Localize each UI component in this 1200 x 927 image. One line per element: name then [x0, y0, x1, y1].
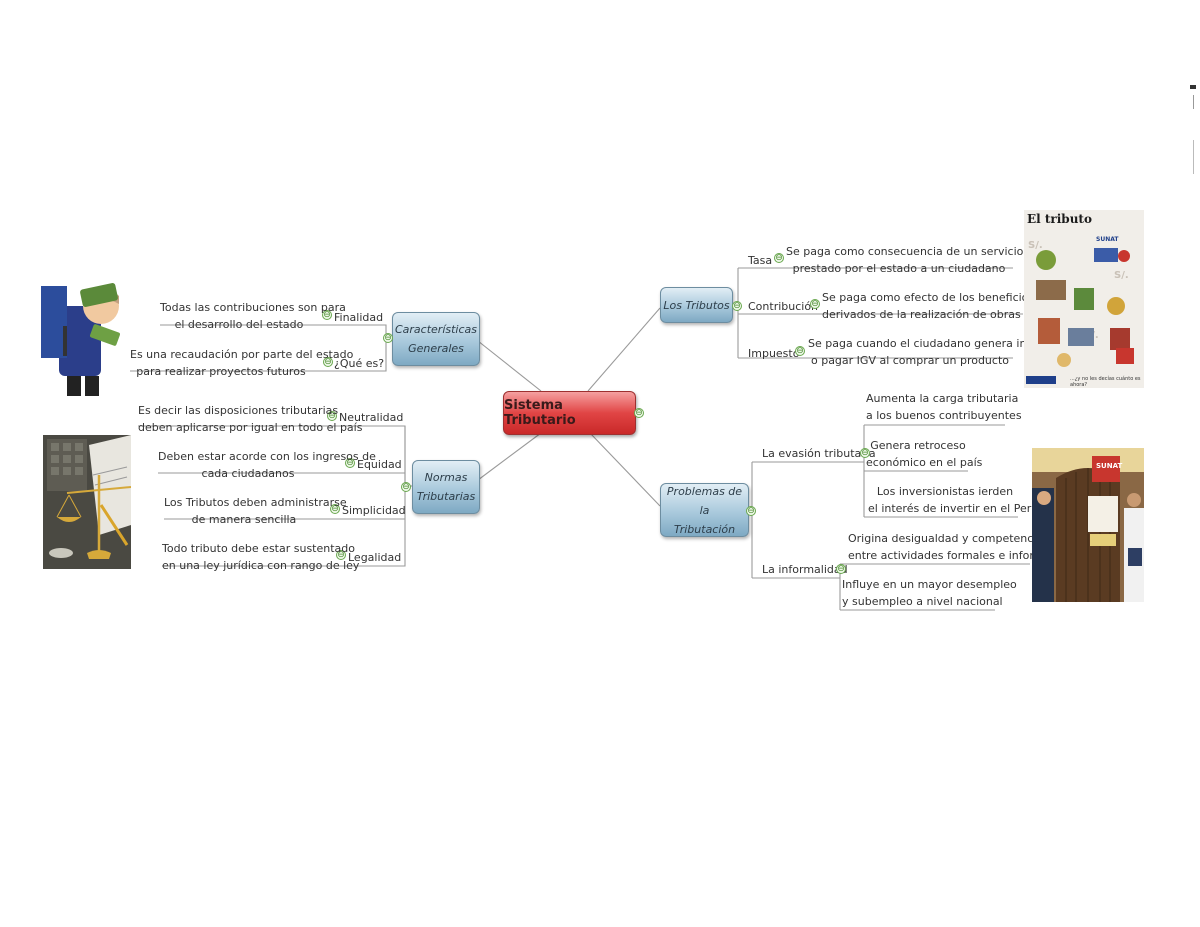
text-line: a los buenos contribuyentes [866, 409, 1022, 422]
text-line: Influye en un mayor desempleo [842, 578, 1017, 591]
text-line: cada ciudadanos [201, 467, 295, 480]
text-line: Es una recaudación por parte del estado [130, 348, 354, 361]
door-sign: SUNAT [1096, 462, 1123, 470]
topic-label-line2: Generales [408, 342, 464, 355]
collapse-icon[interactable]: ⊖ [322, 310, 332, 320]
text-line: entre actividades formales e informales [848, 549, 1067, 562]
collapse-icon[interactable]: ⊖ [401, 482, 411, 492]
text-line: Aumenta la carga tributaria [866, 392, 1019, 405]
collapse-icon[interactable]: ⊖ [732, 301, 742, 311]
text-line: para realizar proyectos futuros [136, 365, 306, 378]
text-line: deben aplicarse por igual en todo el paí… [138, 421, 363, 434]
topic-label-line1: Problemas de la [666, 484, 743, 517]
text-line: Se paga como consecuencia de un servicio… [786, 245, 1067, 258]
edge-mark [1190, 85, 1196, 89]
subtopic-informalidad[interactable]: La informalidad [762, 563, 848, 576]
text-line: el desarrollo del estado [174, 318, 304, 331]
text-line: en una ley jurídica con rango de ley [162, 559, 360, 572]
informalidad-item-1: Origina desigualdad y competencia entre … [848, 530, 1067, 564]
subtopic-que-es[interactable]: ¿Qué es? [334, 357, 385, 370]
text-line: Los inversionistas ierden [876, 485, 1014, 498]
impuesto-description: Se paga cuando el ciudadano genera ingre… [808, 335, 1063, 369]
poster-title: El tributo [1027, 212, 1092, 226]
evasion-item-2: Genera retroceso económico en el país [866, 437, 982, 471]
subtopic-impuesto[interactable]: Impuesto [748, 347, 800, 360]
topic-label-line2: Tributación [673, 522, 736, 536]
text-line: Se paga cuando el ciudadano genera ingre… [808, 337, 1063, 350]
topic-label-line1: Normas [424, 471, 468, 484]
text-line: económico en el país [866, 456, 983, 469]
finalidad-description: Todas las contribuciones son para el des… [160, 299, 346, 333]
collapse-icon[interactable]: ⊖ [746, 506, 756, 516]
topic-label-line1: Características [394, 323, 477, 336]
text-line: Origina desigualdad y competencia [848, 532, 1044, 545]
collapse-icon[interactable]: ⊖ [323, 357, 333, 367]
simplicidad-description: Los Tributos deben administrarse de mane… [164, 494, 347, 528]
text-line: Se paga como efecto de los beneficios [822, 291, 1035, 304]
topic-label: Los Tributos [663, 298, 730, 312]
central-topic-label: Sistema Tributario [504, 398, 576, 428]
edge-mark [1193, 95, 1194, 109]
collapse-icon[interactable]: ⊖ [336, 550, 346, 560]
sunat-closure-photo: SUNAT [1032, 448, 1144, 602]
collapse-icon[interactable]: ⊖ [860, 448, 870, 458]
informalidad-item-2: Influye en un mayor desempleo y subemple… [842, 576, 1017, 610]
collapse-icon[interactable]: ⊖ [810, 299, 820, 309]
subtopic-neutralidad[interactable]: Neutralidad [339, 411, 404, 424]
subtopic-legalidad[interactable]: Legalidad [348, 551, 402, 564]
text-line: prestado por el estado a un ciudadano [792, 262, 1006, 275]
money-man-illustration [41, 276, 126, 396]
contribucion-description: Se paga como efecto de los beneficios de… [822, 289, 1070, 323]
text-line: Deben estar acorde con los ingresos de [158, 450, 376, 463]
subtopic-finalidad[interactable]: Finalidad [334, 311, 384, 324]
subtopic-simplicidad[interactable]: Simplicidad [342, 504, 406, 517]
collapse-icon[interactable]: ⊖ [330, 504, 340, 514]
topic-problemas-tributacion[interactable]: Problemas de la Tributación [660, 483, 749, 537]
collapse-icon[interactable]: ⊖ [836, 564, 846, 574]
poster-currency: S/. [1028, 240, 1043, 251]
subtopic-evasion-tributaria[interactable]: La evasión tributaria [762, 447, 876, 460]
text-line: o pagar IGV al comprar un producto [810, 354, 1009, 367]
evasion-item-1: Aumenta la carga tributaria a los buenos… [866, 390, 1022, 424]
evasion-item-3: Los inversionistas ierden el interés de … [868, 483, 1038, 517]
text-line: Los Tributos deben administrarse [164, 496, 347, 509]
topic-los-tributos[interactable]: Los Tributos [660, 287, 733, 323]
el-tributo-poster: El tributo SUNAT S/. S/. S/. ...¿y no le… [1024, 210, 1144, 388]
subtopic-equidad[interactable]: Equidad [357, 458, 402, 471]
collapse-icon[interactable]: ⊖ [774, 253, 784, 263]
justice-scales-image [43, 435, 131, 569]
poster-brand: SUNAT [1096, 236, 1119, 243]
text-line: de manera sencilla [191, 513, 297, 526]
text-line: Todo tributo debe estar sustentado [162, 542, 355, 555]
subtopic-tasa[interactable]: Tasa [748, 254, 773, 267]
collapse-icon[interactable]: ⊖ [634, 408, 644, 418]
text-line: Es decir las disposiciones tributarias [138, 404, 339, 417]
text-line: Todas las contribuciones son para [160, 301, 346, 314]
collapse-icon[interactable]: ⊖ [795, 346, 805, 356]
central-topic[interactable]: Sistema Tributario [503, 391, 636, 435]
collapse-icon[interactable]: ⊖ [327, 411, 337, 421]
edge-mark [1193, 140, 1194, 174]
equidad-description: Deben estar acorde con los ingresos de c… [158, 448, 376, 482]
collapse-icon[interactable]: ⊖ [383, 333, 393, 343]
neutralidad-description: Es decir las disposiciones tributarias d… [138, 402, 362, 436]
text-line: Genera retroceso [870, 439, 966, 452]
text-line: el interés de invertir en el Perú [868, 502, 1039, 515]
tasa-description: Se paga como consecuencia de un servicio… [786, 243, 1067, 277]
poster-footer: ...¿y no les decías cuánto es ahora? [1070, 376, 1141, 388]
text-line: y subempleo a nivel nacional [842, 595, 1003, 608]
subtopic-contribucion[interactable]: Contribución [748, 300, 819, 313]
collapse-icon[interactable]: ⊖ [345, 458, 355, 468]
text-line: derivados de la realización de obras púb… [822, 308, 1070, 321]
legalidad-description: Todo tributo debe estar sustentado en un… [162, 540, 359, 574]
topic-label-line2: Tributarias [416, 490, 476, 503]
que-es-description: Es una recaudación por parte del estado … [130, 346, 353, 380]
poster-currency: S/. [1114, 270, 1129, 281]
